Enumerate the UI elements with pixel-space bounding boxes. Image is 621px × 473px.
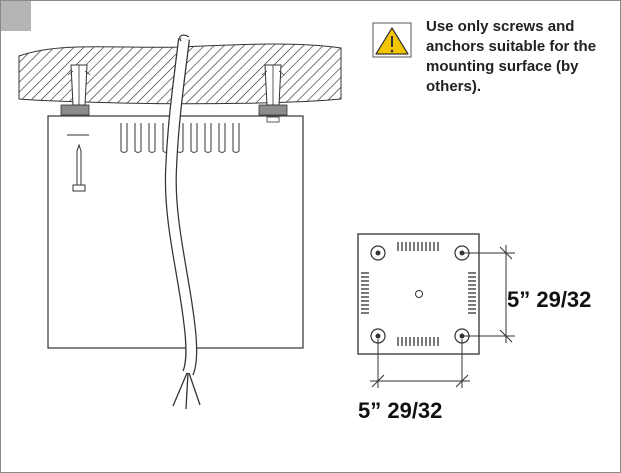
anchor-left [67, 64, 91, 106]
warning-triangle-icon [372, 22, 412, 58]
horizontal-dimension-line [370, 339, 470, 388]
screw-icon [67, 134, 89, 192]
corner-screw-top-left [370, 245, 386, 261]
vertical-dimension-line [464, 245, 515, 343]
mounting-pad-left [60, 104, 90, 116]
left-vents [361, 272, 369, 314]
top-vents [397, 242, 439, 251]
corner-screw-top-right [454, 245, 470, 261]
vertical-dimension-label: 5” 29/32 [507, 287, 592, 312]
mounting-pad-right [258, 104, 288, 116]
center-hole [415, 290, 423, 298]
fixture-top-view [357, 233, 480, 355]
pad-detail-right [266, 116, 280, 123]
warning-text: Use only screws and anchors suitable for… [426, 18, 597, 95]
right-vents [468, 272, 476, 314]
step-badge-background [1, 1, 31, 31]
anchor-right [261, 64, 285, 106]
power-cable [164, 34, 201, 410]
bottom-vents [397, 337, 439, 346]
horizontal-dimension-label: 5” 29/32 [358, 398, 443, 423]
